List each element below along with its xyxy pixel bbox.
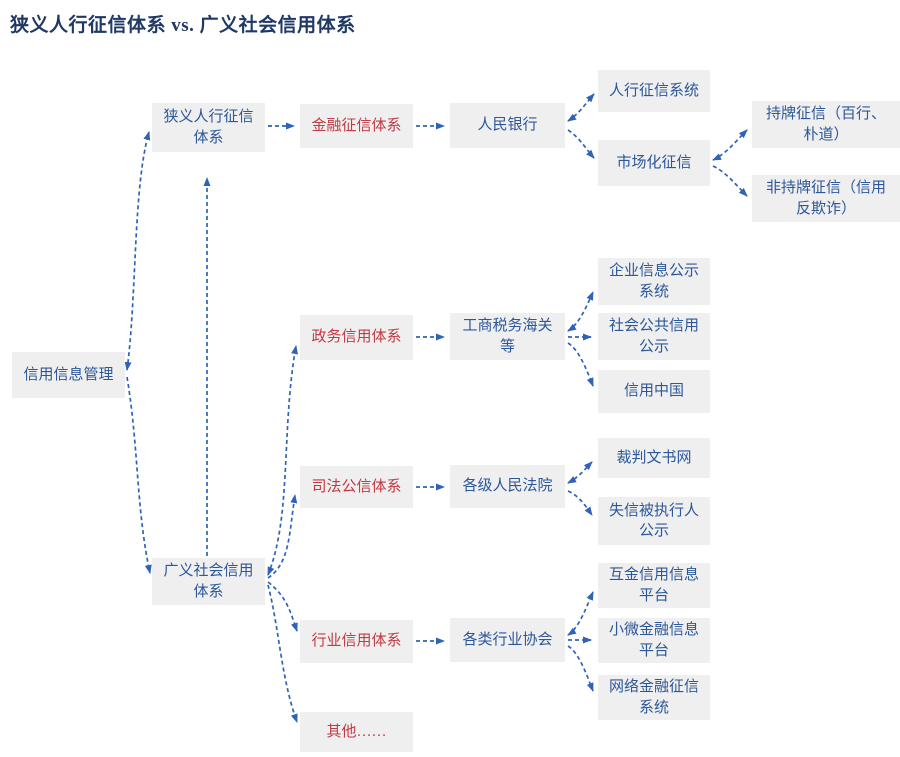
- node-peoples-bank: 人民银行: [450, 103, 565, 148]
- connector-root-narrow: [124, 131, 151, 371]
- node-online-finance-credit-system: 网络金融征信 系统: [598, 675, 710, 720]
- node-peoples-courts: 各级人民法院: [450, 465, 565, 508]
- node-micro-finance-info-platform: 小微金融信息 平台: [598, 618, 710, 663]
- connector-pboc-market: [567, 129, 595, 159]
- connector-broad-other: [267, 584, 298, 723]
- connector-courts-dishonest: [567, 490, 593, 516]
- node-market-based-credit: 市场化征信: [598, 140, 710, 186]
- node-social-public-credit-disclosure: 社会公共信用 公示: [598, 313, 710, 360]
- node-credit-info-management: 信用信息管理: [12, 352, 125, 398]
- connector-assoc-hujin: [567, 591, 594, 636]
- connector-pboc-pbocsys: [567, 93, 595, 122]
- node-credit-china: 信用中国: [598, 370, 710, 413]
- connector-root-broad: [126, 376, 152, 574]
- node-unlicensed-credit: 非持牌征信（信用 反欺诈）: [752, 175, 900, 222]
- node-judicial-credit-system: 司法公信体系: [300, 466, 413, 508]
- page-title: 狭义人行征信体系 vs. 广义社会信用体系: [10, 15, 356, 36]
- connector-gswj-creditchina: [567, 342, 594, 387]
- connector-market-unlicensed: [712, 165, 748, 197]
- node-broad-social-credit-system: 广义社会信用 体系: [152, 558, 265, 605]
- node-industry-commerce-tax-customs: 工商税务海关 等: [450, 313, 565, 360]
- node-dishonest-executee-disclosure: 失信被执行人 公示: [598, 497, 710, 545]
- connector-broad-industry: [267, 581, 298, 632]
- connector-market-licensed: [712, 129, 748, 161]
- connector-courts-judgments: [567, 461, 593, 484]
- node-narrow-pboc-credit-system: 狭义人行征信 体系: [152, 103, 265, 152]
- node-pboc-credit-reporting-system: 人行征信系统: [598, 70, 710, 112]
- connector-gswj-entinfo: [567, 291, 594, 332]
- connector-assoc-wangluo: [567, 645, 594, 692]
- connector-broad-gov: [267, 345, 299, 576]
- node-licensed-credit: 持牌征信（百行、 朴道）: [752, 101, 900, 148]
- node-government-credit-system: 政务信用体系: [300, 315, 413, 360]
- node-enterprise-info-disclosure-system: 企业信息公示 系统: [598, 258, 710, 305]
- connector-broad-judicial: [267, 494, 298, 579]
- node-industry-credit-system: 行业信用体系: [300, 620, 413, 663]
- node-other: 其他……: [300, 712, 413, 752]
- node-industry-associations: 各类行业协会: [450, 618, 565, 662]
- node-financial-credit-system: 金融征信体系: [300, 104, 413, 148]
- node-internet-finance-credit-platform: 互金信用信息 平台: [598, 563, 710, 608]
- node-judgment-documents-site: 裁判文书网: [598, 438, 710, 478]
